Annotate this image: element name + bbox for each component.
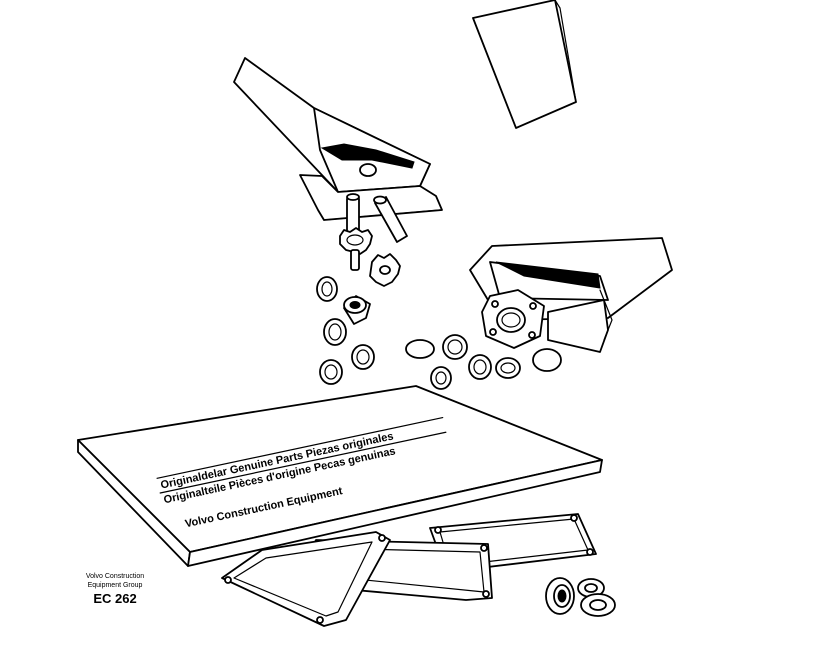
flange-plate <box>481 289 545 349</box>
closed-box <box>472 0 577 129</box>
info-sheet: Originaldelar Genuine Parts Piezas origi… <box>77 385 603 567</box>
open-box-left <box>233 57 443 221</box>
caption-company-line-2: Equipment Group <box>87 582 143 589</box>
bearings <box>545 577 616 617</box>
seal-rings <box>316 276 562 390</box>
gaskets <box>221 513 597 627</box>
caption-figure-code: EC 262 <box>93 591 137 606</box>
caption-company-line-1: Volvo Construction <box>85 573 145 580</box>
figure-caption: Volvo Construction Equipment Group EC 26… <box>70 572 160 607</box>
pins-and-gears <box>339 193 408 287</box>
